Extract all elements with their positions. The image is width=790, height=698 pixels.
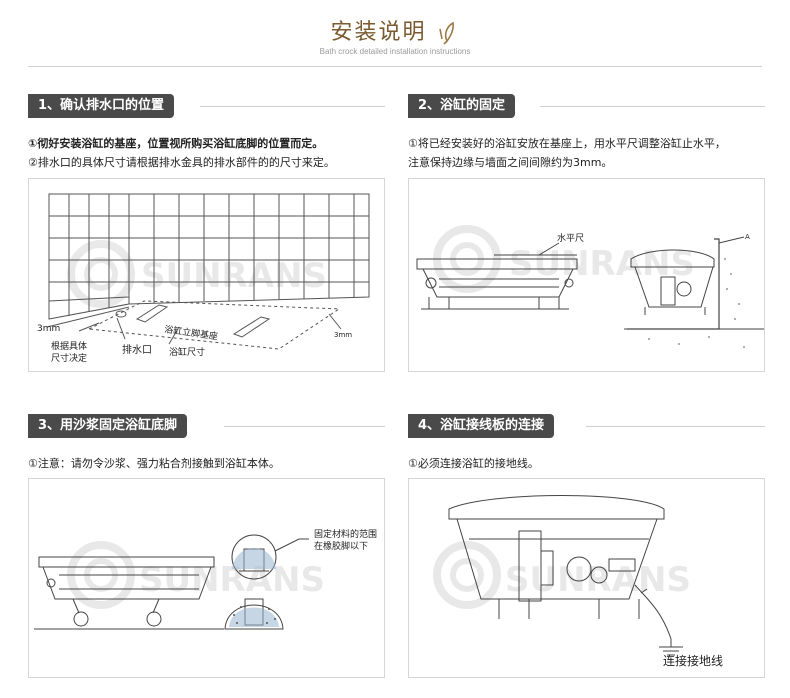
- page-subtitle: Bath crock detailed installation instruc…: [319, 47, 471, 56]
- watermark: SUNRANS: [67, 240, 327, 308]
- leaf-pen-icon: [438, 21, 460, 49]
- section-1-line-2: ②排水口的具体尺寸请根据排水金具的排水部件的的尺寸来定。: [28, 156, 335, 169]
- figure-mortar-fix: SUNRANS: [28, 478, 385, 678]
- section-3-title: 3、用沙浆固定浴缸底脚: [28, 414, 188, 438]
- section-3-desc: ①注意：请勿令沙浆、强力粘合剂接触到浴缸本体。: [28, 454, 280, 473]
- figure-tub-fixing: SUNRANS: [408, 178, 765, 372]
- a-label: A: [745, 233, 750, 241]
- watermark-text: SUNRANS: [141, 256, 327, 296]
- section-3-line-1: ①注意：请勿令沙浆、强力粘合剂接触到浴缸本体。: [28, 457, 280, 470]
- section-4-desc: ①必须连接浴缸的接地线。: [408, 454, 539, 473]
- section-1-rule: [200, 106, 385, 107]
- dim-right-label: 3mm: [334, 331, 352, 339]
- figure-drain-position: SUNRANS: [28, 178, 385, 372]
- mortar-note-2: 在橡胶脚以下: [314, 540, 368, 552]
- watermark-text: SUNRANS: [139, 560, 325, 600]
- section-4-rule: [586, 426, 765, 427]
- dim-left-label: 3mm: [37, 324, 60, 334]
- section-2-line-2: 注意保持边缘与墙面之间间隙约为3mm。: [408, 156, 613, 169]
- section-4: 4、浴缸接线板的连接 ①必须连接浴缸的接地线。 SUNRANS: [408, 414, 765, 684]
- section-2-desc: ①将已经安装好的浴缸安放在基座上，用水平尺调整浴缸止水平， 注意保持边缘与墙面之…: [408, 134, 726, 172]
- note-label-1: 根据具体: [51, 340, 87, 352]
- section-1: 1、确认排水口的位置 ①彻好安装浴缸的基座，位置视所购买浴缸底脚的位置而定。 ②…: [28, 94, 385, 374]
- section-3: 3、用沙浆固定浴缸底脚 ①注意：请勿令沙浆、强力粘合剂接触到浴缸本体。 SUNR…: [28, 414, 385, 684]
- watermark-text: SUNRANS: [505, 560, 691, 600]
- page-header: 安装说明 Bath crock detailed installation in…: [0, 0, 790, 62]
- note-label-2: 尺寸决定: [51, 352, 87, 364]
- section-1-title: 1、确认排水口的位置: [28, 94, 175, 118]
- section-1-desc: ①彻好安装浴缸的基座，位置视所购买浴缸底脚的位置而定。 ②排水口的具体尺寸请根据…: [28, 134, 335, 172]
- section-2-rule: [540, 106, 765, 107]
- header-divider: [28, 66, 762, 67]
- section-4-title: 4、浴缸接线板的连接: [408, 414, 555, 438]
- section-3-rule: [224, 426, 385, 427]
- page-title: 安装说明: [330, 20, 427, 45]
- section-2-title: 2、浴缸的固定: [408, 94, 516, 118]
- section-1-line-1: ①彻好安装浴缸的基座，位置视所购买浴缸底脚的位置而定。: [28, 137, 324, 150]
- level-label: 水平尺: [557, 232, 584, 244]
- drain-label: 排水口: [122, 343, 152, 356]
- ground-label: 连接接地线: [663, 653, 723, 668]
- section-2: 2、浴缸的固定 ①将已经安装好的浴缸安放在基座上，用水平尺调整浴缸止水平， 注意…: [408, 94, 765, 374]
- size-label: 浴缸尺寸: [169, 346, 205, 358]
- section-4-line-1: ①必须连接浴缸的接地线。: [408, 457, 539, 470]
- figure-grounding: SUNRANS 连接接地线: [408, 478, 765, 678]
- mortar-note-1: 固定材料的范围: [314, 528, 377, 540]
- section-2-line-1: ①将已经安装好的浴缸安放在基座上，用水平尺调整浴缸止水平，: [408, 137, 726, 150]
- watermark: SUNRANS: [433, 541, 691, 609]
